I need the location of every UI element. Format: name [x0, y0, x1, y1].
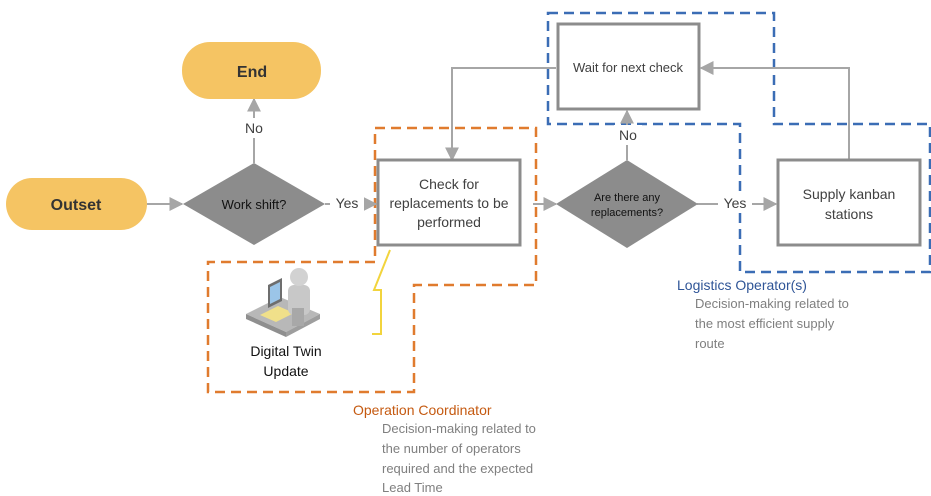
supply-line2: stations	[825, 206, 873, 222]
check-line2: replacements to be	[389, 195, 508, 211]
logistics-region	[546, 11, 931, 274]
wait-label: Wait for next check	[573, 60, 684, 75]
logistics-desc-2: the most efficient supply	[695, 316, 835, 331]
work-shift-decision	[183, 163, 325, 245]
edge-label-yes-check: Yes	[336, 195, 359, 211]
digital-twin-line2: Update	[263, 363, 308, 379]
check-line3: performed	[417, 214, 481, 230]
coordinator-region	[206, 126, 538, 394]
edge-label-no-end: No	[245, 120, 263, 136]
wait-next-check-box	[556, 22, 701, 111]
replacements-decision	[556, 160, 698, 248]
end-terminal	[182, 42, 321, 99]
edge-label-no-wait: No	[619, 127, 637, 143]
work-shift-label: Work shift?	[222, 197, 287, 212]
logistics-title: Logistics Operator(s)	[677, 277, 807, 293]
supply-line1: Supply kanban	[803, 186, 896, 202]
outset-label: Outset	[51, 197, 102, 214]
replacements-line1: Are there any	[594, 192, 661, 204]
edge-supply-wait	[699, 61, 850, 160]
edge-label-yes-supply: Yes	[724, 195, 747, 211]
replacements-line2: replacements?	[591, 207, 663, 219]
coordinator-desc-4: Lead Time	[382, 480, 443, 495]
outset-terminal	[6, 178, 147, 230]
operator-workstation-icon	[246, 268, 320, 337]
coordinator-title: Operation Coordinator	[353, 402, 492, 418]
coordinator-desc-1: Decision-making related to	[382, 421, 536, 436]
check-replacements-box	[376, 158, 522, 247]
digital-twin-line1: Digital Twin	[250, 343, 321, 359]
logistics-desc-1: Decision-making related to	[695, 296, 849, 311]
coordinator-desc-2: the number of operators	[382, 441, 521, 456]
check-line1: Check for	[419, 176, 479, 192]
coordinator-brace	[372, 249, 391, 335]
logistics-desc-3: route	[695, 336, 725, 351]
end-label: End	[237, 64, 267, 81]
coordinator-desc-3: required and the expected	[382, 461, 533, 476]
supply-kanban-box	[776, 158, 922, 247]
edge-wait-check	[445, 67, 556, 162]
